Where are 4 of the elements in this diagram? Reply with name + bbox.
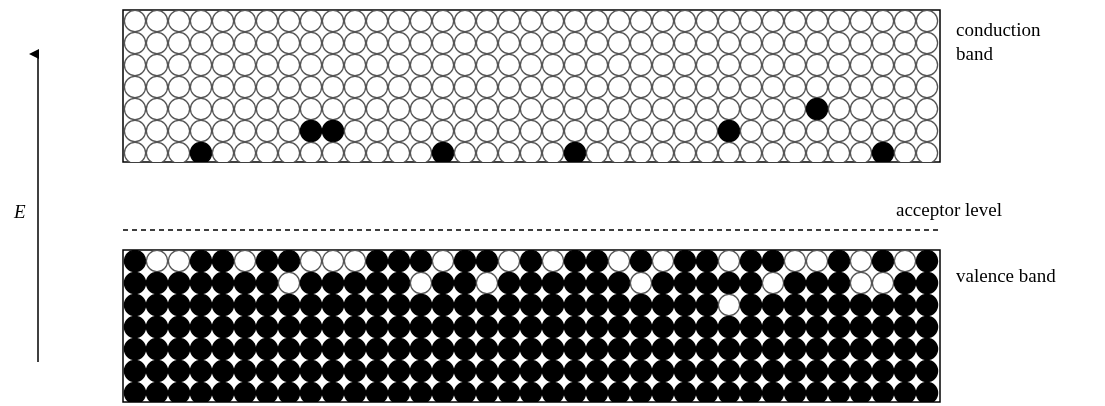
band-label: conduction band [956,18,1042,66]
level-label: acceptor level [896,198,1002,222]
band-label: valence band [956,264,1056,288]
axis-label: E [14,200,26,224]
